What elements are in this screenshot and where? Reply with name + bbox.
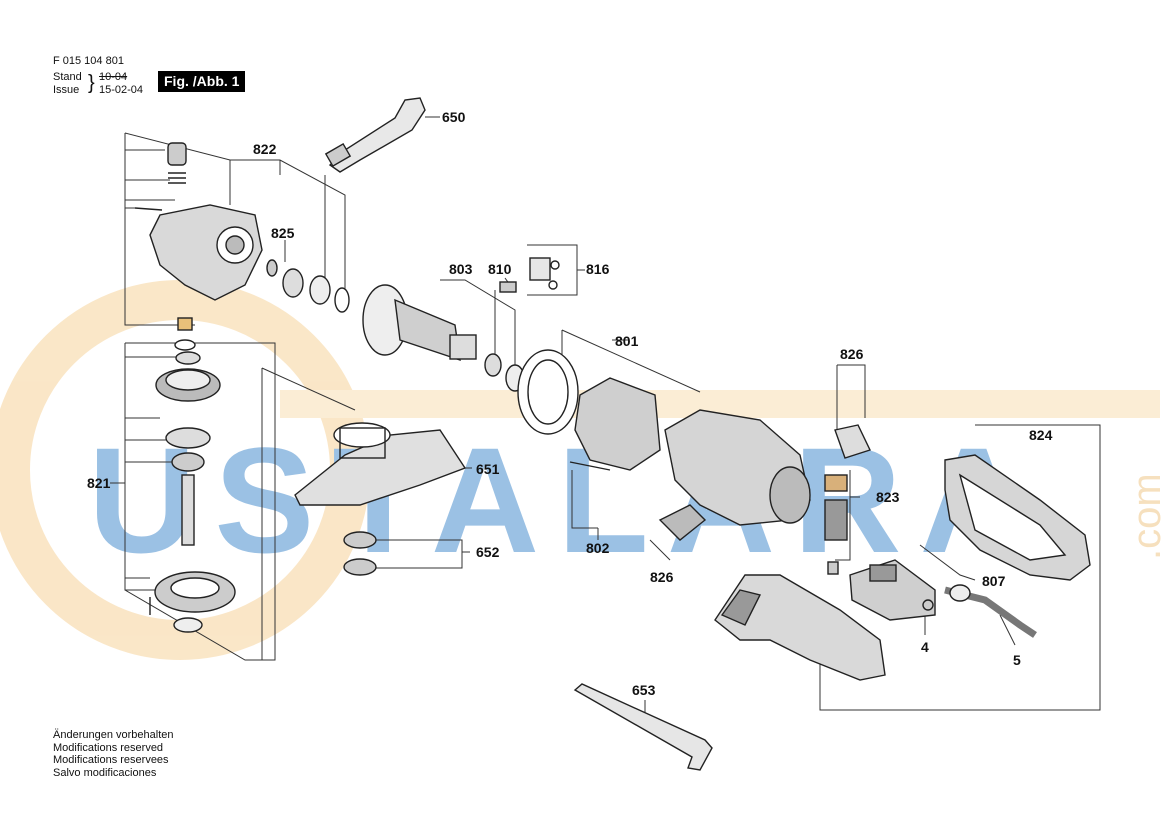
pin-spanner [573,683,713,771]
figure-label: Fig. /Abb. 1 [158,71,246,92]
label-826-upper: 826 [840,346,864,362]
motor-housing [517,349,811,541]
label-816: 816 [586,261,610,277]
label-802: 802 [586,540,610,556]
part-number: F 015 104 801 [53,55,124,67]
gear-housing [134,142,263,331]
note-es: Salvo modificaciones [53,766,157,779]
issue-date: 15-02-04 [99,84,144,96]
gear-train [149,339,236,633]
part-labels: 650 822 825 803 810 816 801 826 824 821 … [87,109,1053,698]
label-821: 821 [87,475,111,491]
brush-cap [834,424,871,459]
flange-nuts [343,531,377,576]
label-5: 5 [1013,652,1021,668]
switch-and-cable [849,559,1037,638]
label-651: 651 [476,461,500,477]
wheel-guard [294,422,467,506]
rear-handle-cover [944,454,1091,581]
label-653: 653 [632,682,656,698]
brush-parts [499,257,560,293]
stand-label: Stand [53,71,82,83]
footer-notes: Änderungen vorbehalten Modifications res… [53,729,173,779]
note-de: Änderungen vorbehalten [53,729,174,741]
armature [362,284,525,392]
label-822: 822 [253,141,277,157]
label-803: 803 [449,261,473,277]
watermark-suffix: .com [1125,473,1169,560]
label-824: 824 [1029,427,1053,443]
note-fr: Modifications reservees [53,754,169,766]
label-825: 825 [271,225,295,241]
brace-glyph: } [88,72,95,94]
label-652: 652 [476,544,500,560]
watermark-text: USTALARA [88,416,1046,584]
carbon-brushes [824,474,848,575]
label-810: 810 [488,261,512,277]
part-sketches [134,97,1091,771]
label-807: 807 [982,573,1006,589]
issue-label: Issue [53,84,80,96]
stand-date: 10-04 [99,71,128,83]
label-801: 801 [615,333,639,349]
label-826-lower: 826 [650,569,674,585]
main-handle [714,574,886,681]
bearing-set [266,259,350,313]
side-handle [324,97,426,173]
label-4: 4 [921,639,929,655]
label-650: 650 [442,109,466,125]
label-823: 823 [876,489,900,505]
note-en: Modifications reserved [53,741,164,754]
